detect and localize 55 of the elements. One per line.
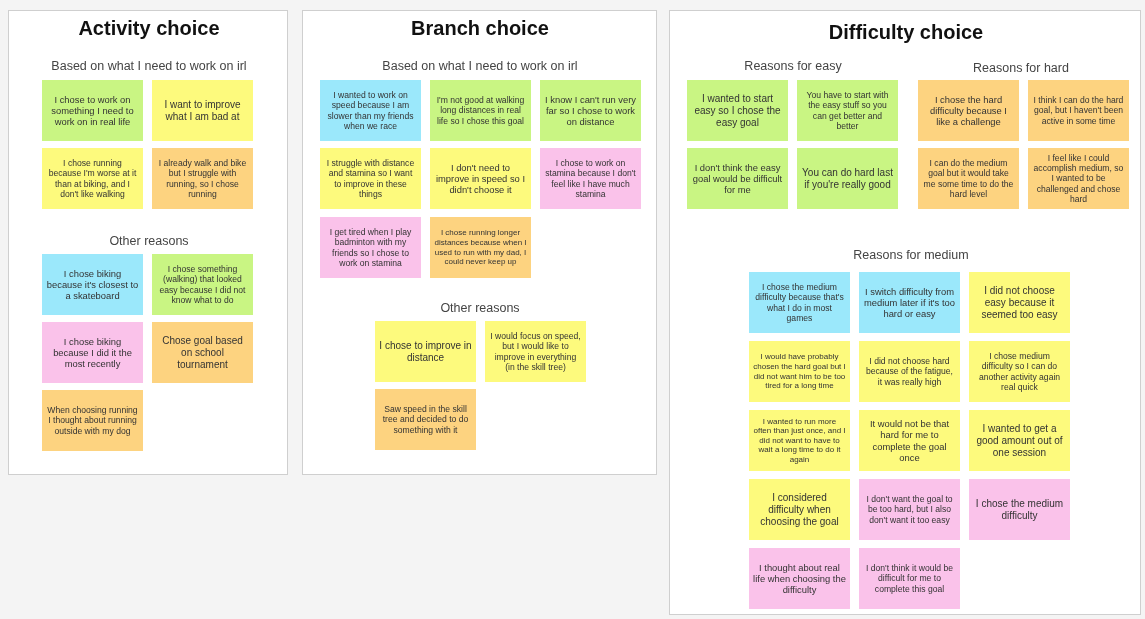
board-panel bbox=[302, 10, 657, 475]
sticky-note: When choosing running I thought about running outside with my dog bbox=[42, 390, 143, 451]
sticky-note: I chose running because I'm worse at it than at biking, and I don't like walking bbox=[42, 148, 143, 209]
sticky-note: I did not choose easy because it seemed too easy bbox=[969, 272, 1070, 333]
sticky-note: I chose medium difficulty so I can do another activity again real quick bbox=[969, 341, 1070, 402]
sticky-note: I wanted to start easy so I chose the easy goal bbox=[687, 80, 788, 141]
sticky-note: I chose to work on stamina because I don't feel like I have much stamina bbox=[540, 148, 641, 209]
board-title: Branch choice bbox=[410, 17, 550, 40]
sticky-note: Saw speed in the skill tree and decided to do something with it bbox=[375, 389, 476, 450]
sticky-note: I can do the medium goal but it would take me some time to do the hard level bbox=[918, 148, 1019, 209]
sticky-note: I chose the medium difficulty bbox=[969, 479, 1070, 540]
sticky-note: I wanted to run more often than just once, and I did not want to have to wait a long time to do it again bbox=[749, 410, 850, 471]
sticky-note: I did not choose hard because of the fatigue, it was really high bbox=[859, 341, 960, 402]
sticky-note: I chose something (walking) that looked easy because I did not know what to do bbox=[152, 254, 253, 315]
sticky-note: I'm not good at walking long distances in real life so I chose this goal bbox=[430, 80, 531, 141]
section-heading: Other reasons bbox=[439, 301, 521, 315]
sticky-note: I chose biking because it's closest to a skateboard bbox=[42, 254, 143, 315]
sticky-note: I wanted to get a good amount out of one session bbox=[969, 410, 1070, 471]
sticky-note: I don't want the goal to be too hard, but I also don't want it too easy bbox=[859, 479, 960, 540]
sticky-note: I feel like I could accomplish medium, so I wanted to be challenged and chose hard bbox=[1028, 148, 1129, 209]
sticky-note: I would focus on speed, but I would like to improve in everything (in the skill tree) bbox=[485, 321, 586, 382]
sticky-note: You have to start with the easy stuff so you can get better and better bbox=[797, 80, 898, 141]
sticky-note: I think I can do the hard goal, but I haven't been active in some time bbox=[1028, 80, 1129, 141]
section-heading: Based on what I need to work on irl bbox=[381, 59, 579, 73]
sticky-note: I know I can't run very far so I chose to work on distance bbox=[540, 80, 641, 141]
sticky-note: It would not be that hard for me to complete the goal once bbox=[859, 410, 960, 471]
sticky-note: I switch difficulty from medium later if it's too hard or easy bbox=[859, 272, 960, 333]
sticky-note: I considered difficulty when choosing the goal bbox=[749, 479, 850, 540]
sticky-note: I don't need to improve in speed so I didn't choose it bbox=[430, 148, 531, 209]
sticky-note: I want to improve what I am bad at bbox=[152, 80, 253, 141]
sticky-note: You can do hard last if you're really good bbox=[797, 148, 898, 209]
section-heading: Reasons for easy bbox=[743, 59, 843, 73]
sticky-note: I wanted to work on speed because I am slower than my friends when we race bbox=[320, 80, 421, 141]
sticky-note: I don't think the easy goal would be difficult for me bbox=[687, 148, 788, 209]
sticky-note: I chose biking because I did it the most recently bbox=[42, 322, 143, 383]
board-panel bbox=[8, 10, 288, 475]
section-heading: Reasons for hard bbox=[972, 61, 1070, 75]
sticky-note: I chose the hard difficulty because I like a challenge bbox=[918, 80, 1019, 141]
sticky-note: I chose to improve in distance bbox=[375, 321, 476, 382]
sticky-note: I already walk and bike but I struggle with running, so I chose running bbox=[152, 148, 253, 209]
sticky-note: I chose running longer distances because when I used to run with my dad, I could never keep up bbox=[430, 217, 531, 278]
board-panel bbox=[669, 10, 1141, 615]
board-title: Difficulty choice bbox=[827, 21, 985, 44]
board-title: Activity choice bbox=[77, 17, 221, 40]
sticky-note: I would have probably chosen the hard goal but I did not want him to be too tired for a long time bbox=[749, 341, 850, 402]
sticky-note: I struggle with distance and stamina so I want to improve in these things bbox=[320, 148, 421, 209]
sticky-note: I chose to work on something I need to work on in real life bbox=[42, 80, 143, 141]
section-heading: Based on what I need to work on irl bbox=[50, 59, 248, 73]
sticky-note: I chose the medium difficulty because that's what I do in most games bbox=[749, 272, 850, 333]
sticky-note: I thought about real life when choosing the difficulty bbox=[749, 548, 850, 609]
sticky-note: I don't think it would be difficult for me to complete this goal bbox=[859, 548, 960, 609]
section-heading: Reasons for medium bbox=[852, 248, 970, 262]
sticky-note: Chose goal based on school tournament bbox=[152, 322, 253, 383]
sticky-note: I get tired when I play badminton with my friends so I chose to work on stamina bbox=[320, 217, 421, 278]
section-heading: Other reasons bbox=[108, 234, 190, 248]
